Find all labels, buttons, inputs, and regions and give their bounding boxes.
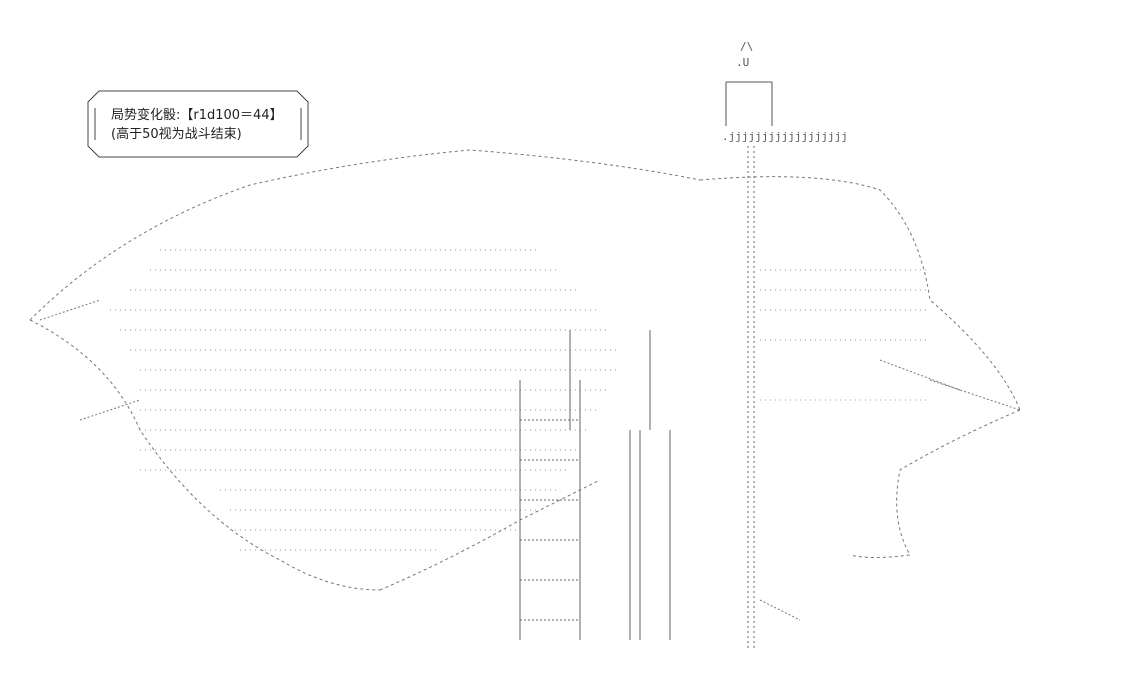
castle-flag-top: /\ (740, 40, 753, 53)
castle-tower: /\ .U .jjjjjjjjjjjjjjjjjj (722, 40, 848, 650)
dice-condition-line: (高于50视为战斗结束) (111, 127, 242, 142)
crowd-texture (110, 249, 930, 551)
arrow-volleys (39, 299, 1021, 621)
dice-caption-box: 局势变化骰:【r1d100＝44】 (高于50视为战斗结束) (87, 90, 309, 158)
caption-text: 局势变化骰:【r1d100＝44】 (高于50视为战斗结束) (111, 106, 283, 144)
castle-battlements: .jjjjjjjjjjjjjjjjjj (722, 130, 848, 143)
castle-flag-u: .U (736, 56, 749, 69)
caption-frame (87, 90, 309, 158)
siege-ladders (519, 330, 671, 640)
dice-roll-line: 局势变化骰:【r1d100＝44】 (111, 108, 283, 123)
army-mass (29, 149, 1021, 591)
